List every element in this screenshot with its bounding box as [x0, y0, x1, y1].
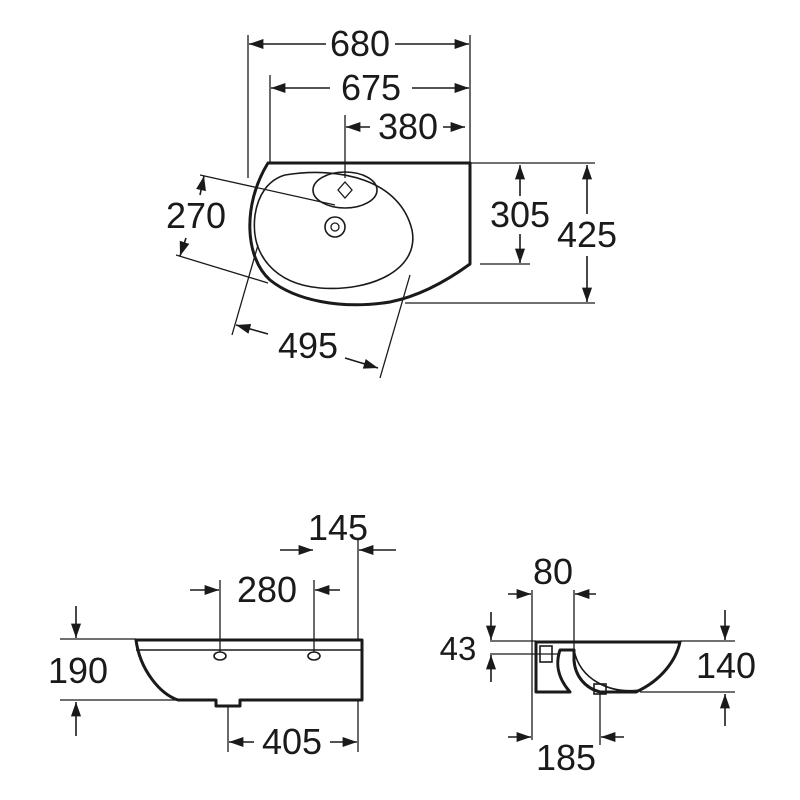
basin-top-outline [248, 161, 472, 307]
dim-185: 185 [536, 737, 596, 778]
dim-43: 43 [440, 630, 477, 667]
dim-145: 145 [308, 507, 368, 548]
side-view: 80 43 140 185 [440, 551, 756, 778]
dim-405: 405 [262, 721, 322, 762]
dim-270: 270 [166, 195, 226, 236]
waste-outlet-icon [324, 216, 346, 238]
bowl-side-curve [573, 649, 641, 692]
bowl-outline [253, 171, 414, 290]
dim-140: 140 [696, 645, 756, 686]
dim-190: 190 [48, 650, 108, 691]
dim-680: 680 [330, 23, 390, 64]
basin-side-outline [534, 640, 682, 694]
tap-hole-icon [337, 181, 353, 199]
dim-380: 380 [378, 106, 438, 147]
waste-outlet-inner [330, 222, 340, 232]
basin-front-outline [134, 638, 364, 708]
dim-80: 80 [533, 551, 573, 592]
dim-495: 495 [278, 325, 338, 366]
dim-280: 280 [237, 569, 297, 610]
dim-305: 305 [490, 194, 550, 235]
top-view: 680 675 380 305 425 270 495 [166, 23, 617, 379]
dim-425: 425 [557, 214, 617, 255]
front-view: 145 280 190 405 [48, 507, 396, 762]
dim-675: 675 [341, 67, 401, 108]
